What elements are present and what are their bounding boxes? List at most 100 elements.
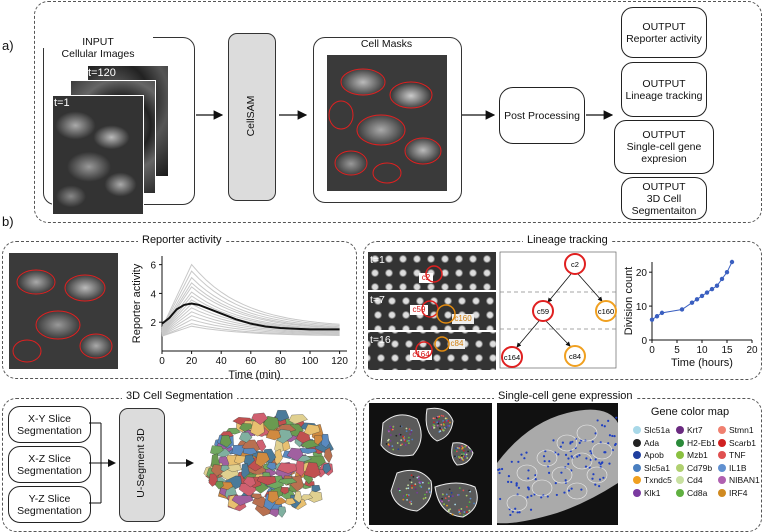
seg3d-title: 3D Cell Segmentation xyxy=(122,390,238,402)
lineage-tag-c84: c84 xyxy=(449,339,465,349)
reporter-trace xyxy=(161,270,340,330)
gene-name: Mzb1 xyxy=(687,450,708,460)
division-line xyxy=(651,261,733,321)
gene-legend-item: Scarb1 xyxy=(718,438,756,448)
gene-name: Txndc5 xyxy=(644,475,672,485)
gene-color-swatch xyxy=(676,488,684,497)
division-point xyxy=(724,269,730,275)
arrows-panel-a xyxy=(196,110,614,120)
division-point xyxy=(719,276,725,282)
tree-node-c2: c2 xyxy=(564,253,586,275)
slice-yz-label: Y-Z Slice Segmentation xyxy=(17,492,82,517)
division-point xyxy=(694,297,700,302)
reporter-x-tick-label: 100 xyxy=(302,356,319,367)
reporter-trace xyxy=(161,307,340,335)
input-title: INPUT xyxy=(43,36,153,48)
post-processing-label: Post Processing xyxy=(504,109,580,122)
gene-color-swatch xyxy=(676,451,684,459)
gene-name: IRF4 xyxy=(729,487,748,498)
gene-image-1 xyxy=(369,403,492,525)
slice-xy: X-Y Slice Segmentation xyxy=(8,406,91,443)
output-3d-body: 3D Cell Segmentaiton xyxy=(631,192,697,217)
reporter-y-tick-label: 6 xyxy=(150,261,156,272)
division-point xyxy=(709,286,715,292)
gene-legend-title: Gene color map xyxy=(650,406,730,418)
lineage-tree: c2 c59 c160 c164 c84 xyxy=(499,251,617,369)
gene-name: Slc51a xyxy=(644,425,670,435)
gene-color-swatch xyxy=(676,476,684,484)
reporter-x-tick-label: 40 xyxy=(216,356,228,367)
gene-legend-item: Slc5a1 xyxy=(633,463,670,473)
tree-node-c84: c84 xyxy=(564,345,586,367)
reporter-x-tick-label: 80 xyxy=(275,356,287,367)
gene-legend-item: Mzb1 xyxy=(676,450,708,460)
gene-color-swatch xyxy=(718,463,726,472)
division-point xyxy=(699,293,705,299)
gene-color-swatch xyxy=(718,451,726,459)
gene-color-swatch xyxy=(718,476,726,484)
gene-color-swatch xyxy=(633,426,641,434)
lineage-tag-c164: c164 xyxy=(410,350,432,360)
lineage-t16: t=16 xyxy=(370,334,391,346)
division-x-tick-label: 0 xyxy=(649,345,655,356)
reporter-x-label: Time (min) xyxy=(228,369,280,381)
reporter-mean-line xyxy=(161,302,340,331)
reporter-trace xyxy=(161,295,340,333)
output-lineage: OUTPUT Lineage tracking xyxy=(621,62,707,117)
svg-text:c84: c84 xyxy=(569,352,581,361)
gene-name: Klk1 xyxy=(644,487,661,498)
gene-image-1-cells xyxy=(380,407,478,518)
gene-color-swatch xyxy=(676,463,684,472)
division-y-tick-label: 20 xyxy=(636,268,648,279)
lineage-tag-c160: c160 xyxy=(452,314,474,324)
slice-xz: X-Z Slice Segmentation xyxy=(8,446,91,483)
tree-node-c164: c164 xyxy=(501,346,523,368)
gene-name: Slc5a1 xyxy=(644,462,670,473)
svg-text:c2: c2 xyxy=(571,260,579,269)
output-reporter-body: Reporter activity xyxy=(626,32,702,45)
output-gene-title: OUTPUT xyxy=(642,129,686,141)
division-point xyxy=(654,314,660,319)
seg3d-arrows xyxy=(89,422,194,504)
gene-name: Stmn1 xyxy=(729,425,754,435)
gene-name: IL1B xyxy=(729,462,747,473)
lineage-title: Lineage tracking xyxy=(523,234,612,246)
output-lineage-title: OUTPUT xyxy=(642,77,686,90)
reporter-trace xyxy=(161,291,340,332)
reporter-x-tick-label: 0 xyxy=(159,356,165,367)
gene-color-swatch xyxy=(718,438,726,447)
lineage-frame-7 xyxy=(368,292,496,330)
gene-name: Apob xyxy=(644,450,664,460)
gene-legend-item: Ada xyxy=(633,438,659,448)
reporter-y-tick-label: 4 xyxy=(150,289,156,300)
output-reporter: OUTPUT Reporter activity xyxy=(621,7,707,58)
reporter-x-tick-label: 20 xyxy=(186,356,198,367)
division-x-tick-label: 20 xyxy=(746,345,758,356)
lineage-tag-c59: c59 xyxy=(410,305,428,315)
lineage-image-marks xyxy=(415,265,456,359)
frame-label-t1: t=1 xyxy=(54,97,70,109)
division-point xyxy=(714,283,720,288)
gene-name: Cd8a xyxy=(687,487,708,498)
mask-outlines xyxy=(328,68,442,184)
panel-a-letter: a) xyxy=(2,38,14,53)
gene-color-swatch xyxy=(633,463,641,472)
frame-front xyxy=(52,95,144,215)
reporter-trace xyxy=(161,311,340,335)
reporter-x-tick-label: 60 xyxy=(245,356,257,367)
cellsam-box xyxy=(228,33,276,201)
gene-legend-item: Krt7 xyxy=(676,425,703,435)
gene-name: Krt7 xyxy=(687,425,703,435)
gene-name: Ada xyxy=(644,437,660,448)
gene-legend-item: NIBAN1 xyxy=(718,475,760,485)
gene-legend-item: Stmn1 xyxy=(718,425,754,435)
lineage-t1: t=1 xyxy=(370,254,385,266)
gene-name: Cd4 xyxy=(687,475,703,485)
output-lineage-body: Lineage tracking xyxy=(625,89,703,102)
division-x-label: Time (hours) xyxy=(671,357,733,369)
svg-text:c164: c164 xyxy=(504,353,520,362)
masks-title: Cell Masks xyxy=(360,38,413,50)
svg-text:c59: c59 xyxy=(537,307,549,316)
gene-name: H2-Eb1 xyxy=(687,437,716,448)
